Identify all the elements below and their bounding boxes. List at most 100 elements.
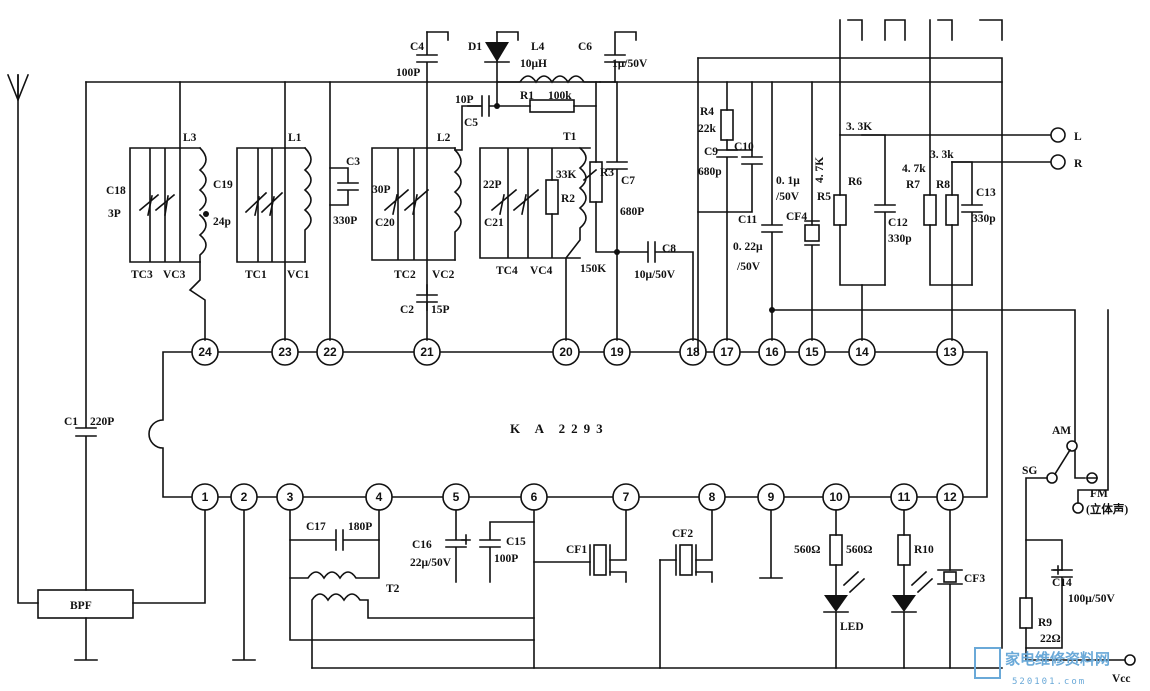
- pin-8: 8: [698, 483, 726, 511]
- r9-value: 22Ω: [1040, 633, 1061, 645]
- pin-1: 1: [191, 483, 219, 511]
- r7-r8-c13: R 4. 7k R7 3. 3k R8 C13 330p: [902, 19, 1083, 341]
- svg-text:20: 20: [559, 345, 573, 359]
- r3-value: 150K: [580, 263, 606, 275]
- c7-value: 680P: [620, 206, 644, 218]
- watermark-url: 520101.com: [1012, 677, 1086, 687]
- pin-15: 15: [798, 338, 826, 366]
- pin-10: 10: [822, 483, 850, 511]
- l1-label: L1: [288, 132, 302, 144]
- r4-value: 22k: [698, 123, 717, 135]
- c10-label: C10: [734, 141, 754, 153]
- vc1-label: VC1: [287, 269, 310, 281]
- t1-tank: T1 22P C21 33K R2 TC4 VC4 R3 150K: [479, 105, 618, 341]
- c7-label: C7: [621, 175, 635, 187]
- c3-value: 330P: [333, 215, 357, 227]
- c17-label: C17: [306, 521, 326, 533]
- svg-text:23: 23: [278, 345, 292, 359]
- pin-21: 21: [413, 338, 441, 366]
- l3-label: L3: [183, 132, 197, 144]
- supply-bus: [85, 57, 1003, 649]
- l2-label: L2: [437, 132, 451, 144]
- pin-13: 13: [936, 338, 964, 366]
- cf4-label: CF4: [786, 211, 807, 223]
- c12-label: C12: [888, 217, 908, 229]
- c01-r5-cf4: 0. 1μ /50V 4. 7K R5 CF4: [769, 81, 1086, 479]
- c13-label: C13: [976, 187, 996, 199]
- pin-6: 6: [520, 483, 548, 511]
- svg-text:1: 1: [202, 490, 209, 504]
- bpf-label: BPF: [70, 600, 92, 612]
- watermark-text: 家电维修资料网: [1005, 650, 1110, 668]
- svg-text:13: 13: [943, 345, 957, 359]
- c16-label: C16: [412, 539, 432, 551]
- c17-value: 180P: [348, 521, 372, 533]
- svg-text:18: 18: [686, 345, 700, 359]
- c11-value: 0. 22μ: [733, 241, 763, 253]
- svg-text:4: 4: [376, 490, 383, 504]
- vc3-label: VC3: [163, 269, 186, 281]
- c01-voltage: /50V: [775, 191, 800, 203]
- am-label: AM: [1052, 425, 1071, 437]
- c15-value: 100P: [494, 553, 518, 565]
- c19-label: C19: [213, 179, 233, 191]
- r3-label: R3: [600, 167, 614, 179]
- pin-22: 22: [316, 338, 344, 366]
- c15-label: C15: [506, 536, 526, 548]
- r10-label: R10: [914, 544, 934, 556]
- switch-supply: AM SG FM (立体声) C14 100μ/50V R9 22Ω Vcc: [1019, 309, 1136, 685]
- svg-text:19: 19: [610, 345, 624, 359]
- svg-text:14: 14: [855, 345, 869, 359]
- pin-24: 24: [191, 338, 219, 366]
- r2-value: 33K: [556, 169, 577, 181]
- pin-20: 20: [552, 338, 580, 366]
- cf3-pin12: CF3: [937, 509, 985, 669]
- t1-label: T1: [563, 131, 577, 143]
- c2-value: 15P: [431, 304, 450, 316]
- l4-value: 10μH: [520, 58, 547, 70]
- svg-text:16: 16: [765, 345, 779, 359]
- c3-cap: C3 330P: [329, 81, 360, 341]
- c5-label: C5: [464, 117, 478, 129]
- c7-c8: C7 680P C8 10μ/50V: [606, 81, 694, 341]
- cf2-label: CF2: [672, 528, 693, 540]
- vcc-label: Vcc: [1112, 673, 1131, 685]
- c6-value: 1μ/50V: [612, 58, 648, 70]
- c12-value: 330p: [888, 233, 912, 245]
- pin-17: 17: [713, 338, 741, 366]
- watermark: 家电维修资料网 520101.com: [974, 647, 1110, 687]
- cf1-cf2: CF1 CF2: [566, 509, 713, 669]
- svg-text:2: 2: [241, 490, 248, 504]
- r4-label: R4: [700, 106, 714, 118]
- c5-value: 10P: [455, 94, 474, 106]
- r7-value: 4. 7k: [902, 163, 926, 175]
- svg-text:10: 10: [829, 490, 843, 504]
- l2-tank: L2 30P C20 TC2 VC2 C2 15P: [371, 81, 481, 341]
- top-pins: 24 23 22 21 20 19 18 17 16 15 14 13: [191, 338, 964, 366]
- tc4-label: TC4: [496, 265, 518, 277]
- pin-5: 5: [442, 483, 470, 511]
- c4-cap: C4 100P: [396, 31, 449, 83]
- c16-c15: C16 22μ/50V C15 100P: [410, 509, 591, 669]
- bottom-pins: 1 2 3 4 5 6 7 8 9 10 11 12: [191, 483, 964, 511]
- ic-label: K A 2293: [510, 421, 609, 436]
- svg-text:5: 5: [453, 490, 460, 504]
- output-l: L: [1074, 131, 1082, 143]
- c9-label: C9: [704, 146, 718, 158]
- pin-18: 18: [679, 338, 707, 366]
- l4-label: L4: [531, 41, 545, 53]
- c30p-label: 30P: [372, 184, 391, 196]
- sg-label: SG: [1022, 465, 1037, 477]
- pin-4: 4: [365, 483, 393, 511]
- fm-stereo-label: (立体声): [1086, 502, 1128, 516]
- am-tank-l3: L3 C18 3P C19 24p TC3 VC3: [106, 81, 233, 341]
- r5-label: R5: [817, 191, 831, 203]
- d1-label: D1: [468, 41, 482, 53]
- l1-tank: L1 TC1 VC1: [236, 81, 312, 341]
- c13-value: 330p: [972, 213, 996, 225]
- vc2-label: VC2: [432, 269, 455, 281]
- c8-value: 10μ/50V: [634, 269, 676, 281]
- c17-t2: C17 180P T2: [289, 509, 1003, 669]
- ic-body: K A 2293: [148, 351, 988, 498]
- c3-label: C3: [346, 156, 360, 168]
